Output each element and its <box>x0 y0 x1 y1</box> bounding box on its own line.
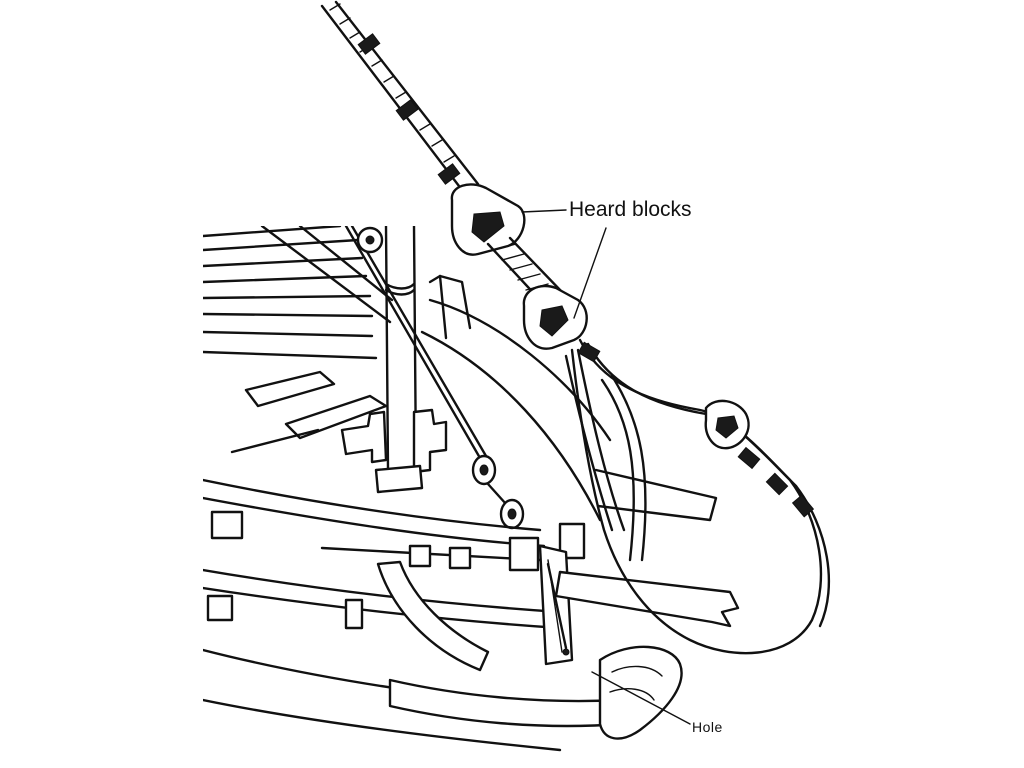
main-rope <box>322 2 478 190</box>
leader-heard-lower <box>574 228 606 318</box>
shroud <box>346 226 523 528</box>
deadeye-lower-hole <box>508 509 516 519</box>
loop-seizing-3 <box>766 473 787 494</box>
mast-bitts <box>342 410 446 492</box>
heard-block-lower <box>524 286 587 349</box>
loop-seizing-4 <box>793 495 814 517</box>
heard-blocks-label: Heard blocks <box>569 198 692 222</box>
leader-heard-upper <box>522 210 566 212</box>
gunport-2 <box>208 596 232 620</box>
rail-post-2 <box>450 548 470 568</box>
gunport-1 <box>212 512 242 538</box>
loop-seizing-2 <box>738 448 760 469</box>
boom <box>556 572 738 626</box>
deadeye-upper-hole <box>480 465 488 475</box>
rail-post-3 <box>510 538 538 570</box>
mast <box>386 226 416 470</box>
shroud-top-sheave <box>366 236 374 244</box>
lower-wale <box>390 647 682 739</box>
rail-post-4 <box>346 600 362 628</box>
hole-label: Hole <box>692 719 723 735</box>
ship-stern-scene <box>203 226 738 750</box>
rail-post-1 <box>410 546 430 566</box>
stern-knee <box>378 546 572 670</box>
